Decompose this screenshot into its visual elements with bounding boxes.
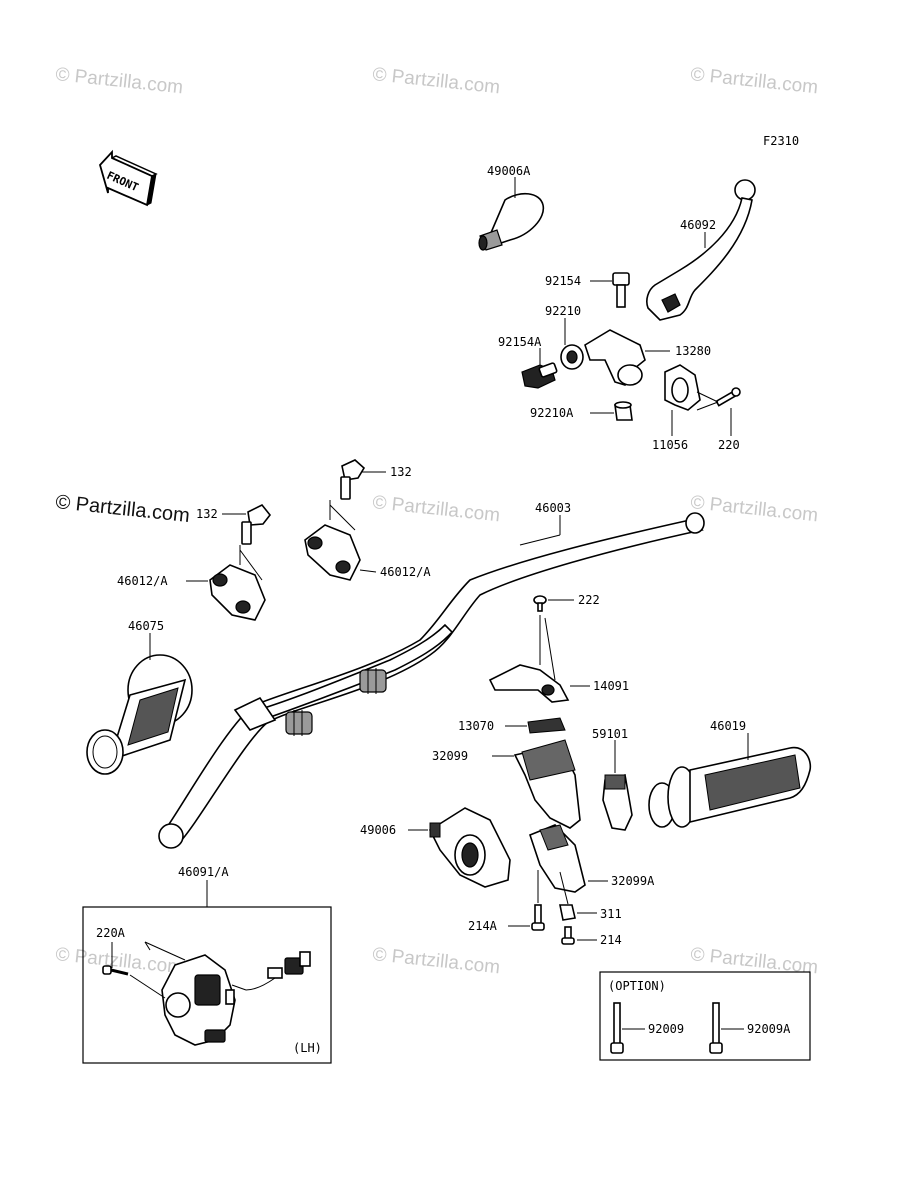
screw-part	[715, 387, 741, 407]
watermark: © Partzilla.com	[371, 64, 501, 98]
nut-part	[559, 904, 576, 921]
handlebar-part	[158, 512, 705, 849]
lock-nut-part	[614, 401, 633, 421]
handlebar-switch-part	[161, 954, 247, 1046]
throttle-case-upper-part	[513, 739, 581, 829]
diagram-code: F2310	[763, 134, 799, 148]
option-label: (OPTION)	[608, 979, 666, 993]
cover-part	[488, 664, 570, 703]
label-92154a: 92154A	[498, 335, 542, 349]
label-220a: 220A	[96, 926, 126, 940]
label-14091: 14091	[593, 679, 629, 693]
throttle-cover-part	[428, 807, 511, 888]
left-grip-part	[86, 654, 193, 775]
front-arrow-icon: FRONT	[98, 149, 158, 207]
label-46091a: 46091/A	[178, 865, 229, 879]
label-92009: 92009	[648, 1022, 684, 1036]
label-46092: 46092	[680, 218, 716, 232]
watermark: © Partzilla.com	[371, 492, 501, 526]
cable-guide-part	[527, 717, 566, 734]
label-13070: 13070	[458, 719, 494, 733]
watermark: © Partzilla.com	[54, 491, 190, 527]
handlebar-holder-lower-part	[209, 564, 266, 621]
throttle-case-lower-part	[529, 824, 586, 893]
option-bolt-part	[610, 1002, 624, 1054]
small-screw-part	[533, 595, 547, 612]
watermark: © Partzilla.com	[689, 492, 819, 526]
clamp-bracket-part	[664, 364, 701, 411]
label-49006: 49006	[360, 823, 396, 837]
label-11056: 11056	[652, 438, 688, 452]
label-46003: 46003	[535, 501, 571, 515]
label-222: 222	[578, 593, 600, 607]
side-label: (LH)	[293, 1041, 322, 1055]
label-214a: 214A	[468, 919, 498, 933]
watermark: © Partzilla.com	[371, 944, 501, 978]
label-46012a-lower: 46012/A	[117, 574, 168, 588]
lever-boot-part	[478, 192, 545, 251]
label-132-lower: 132	[196, 507, 218, 521]
screw-214a-part	[531, 904, 545, 931]
label-49006a: 49006A	[487, 164, 531, 178]
switch-screw-part	[102, 965, 129, 976]
clamp-bolt-lower-part	[241, 503, 272, 545]
screw-214-part	[561, 926, 575, 945]
label-59101: 59101	[592, 727, 628, 741]
label-46012a-upper: 46012/A	[380, 565, 431, 579]
label-214: 214	[600, 933, 622, 947]
label-92009a: 92009A	[747, 1022, 791, 1036]
clamp-bolt-upper-part	[340, 459, 366, 500]
label-311: 311	[600, 907, 622, 921]
label-92154: 92154	[545, 274, 581, 288]
label-46075: 46075	[128, 619, 164, 633]
lever-holder-part	[584, 329, 646, 386]
adjuster-bolt-part	[521, 362, 558, 389]
option-bolt-a-part	[709, 1002, 723, 1054]
adjuster-nut-part	[560, 344, 584, 370]
label-92210a: 92210A	[530, 406, 574, 420]
label-220: 220	[718, 438, 740, 452]
clutch-lever-part	[646, 179, 756, 321]
throttle-pulley-part	[602, 774, 633, 831]
label-132-upper: 132	[390, 465, 412, 479]
watermark: © Partzilla.com	[689, 944, 819, 978]
watermark: © Partzilla.com	[54, 64, 184, 98]
pivot-bolt-part	[612, 272, 630, 308]
label-13280: 13280	[675, 344, 711, 358]
option-frame	[599, 971, 811, 1061]
switch-frame	[82, 906, 332, 1064]
connector-part	[245, 951, 311, 991]
right-grip-part	[648, 746, 812, 828]
label-32099: 32099	[432, 749, 468, 763]
handlebar-holder-upper-part	[304, 524, 361, 581]
label-32099a: 32099A	[611, 874, 655, 888]
label-46019: 46019	[710, 719, 746, 733]
watermark: © Partzilla.com	[689, 64, 819, 98]
label-92210: 92210	[545, 304, 581, 318]
